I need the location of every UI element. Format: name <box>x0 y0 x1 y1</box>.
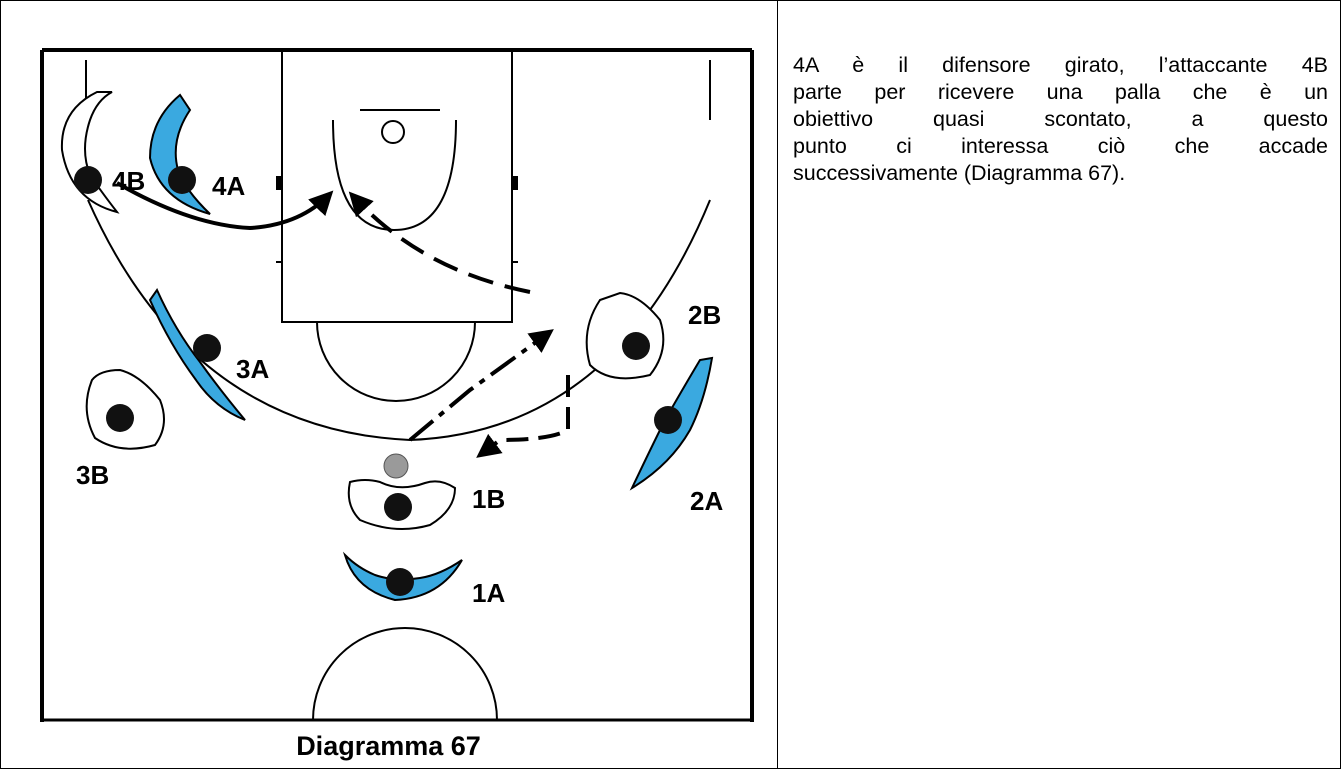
player-dot-1A <box>386 568 414 596</box>
column-divider <box>777 0 778 769</box>
diagram-caption: Diagramma 67 <box>296 731 481 761</box>
diagram-panel: 4B 4A 3A 3B 2B 2A <box>40 48 754 761</box>
attacker-body-4B <box>60 91 120 214</box>
description-line: obiettivo quasi scontato, a questo <box>793 107 1328 131</box>
player-dot-4A <box>168 166 196 194</box>
rim <box>381 120 405 144</box>
basketball-court-diagram: 4B 4A 3A 3B 2B 2A <box>40 48 754 722</box>
free-throw-lane <box>281 49 513 323</box>
player-3A: 3A <box>148 287 269 421</box>
screen-2B-to-1B <box>476 375 570 458</box>
player-dot-4B <box>74 166 102 194</box>
player-label-4A: 4A <box>212 171 245 201</box>
player-label-4B: 4B <box>112 166 145 196</box>
description-line: punto ci interessa ciò che accade <box>793 134 1328 158</box>
player-label-3B: 3B <box>76 460 109 490</box>
player-4B: 4B <box>60 91 145 214</box>
defender-body-4A <box>148 93 211 215</box>
player-3B: 3B <box>76 368 165 490</box>
player-dot-3A <box>193 334 221 362</box>
description-line: parte per ricevere una palla che è un <box>793 80 1328 104</box>
movements <box>116 181 570 458</box>
lane-block-right <box>513 176 518 190</box>
player-2A: 2A <box>629 356 723 516</box>
lane-block-left <box>276 176 281 190</box>
player-label-2A: 2A <box>690 486 723 516</box>
player-4A: 4A <box>148 93 245 215</box>
pass-2B-to-basket <box>348 191 531 294</box>
description-line: 4A è il difensore girato, l’attaccante 4… <box>793 53 1328 77</box>
description-text: 4A è il difensore girato, l’attaccante 4… <box>793 52 1328 187</box>
basketball <box>383 453 409 479</box>
player-1A: 1A <box>342 551 505 608</box>
player-label-1A: 1A <box>472 578 505 608</box>
defender-body-1A <box>342 551 463 602</box>
player-2B: 2B <box>585 291 721 380</box>
player-label-2B: 2B <box>688 300 721 330</box>
player-dot-2A <box>654 406 682 434</box>
player-dot-1B <box>384 493 412 521</box>
player-dot-3B <box>106 404 134 432</box>
player-label-1B: 1B <box>472 484 505 514</box>
defender-body-3A <box>148 287 246 421</box>
restricted-area <box>332 119 457 232</box>
cut-4B-to-basket <box>116 181 334 231</box>
free-throw-circle <box>316 321 476 402</box>
pass-1B-to-2B <box>408 329 554 442</box>
player-dot-2B <box>622 332 650 360</box>
player-label-3A: 3A <box>236 354 269 384</box>
center-circle <box>312 627 498 721</box>
description-line: successivamente (Diagramma 67). <box>793 161 1126 185</box>
player-1B: 1B <box>347 453 505 530</box>
